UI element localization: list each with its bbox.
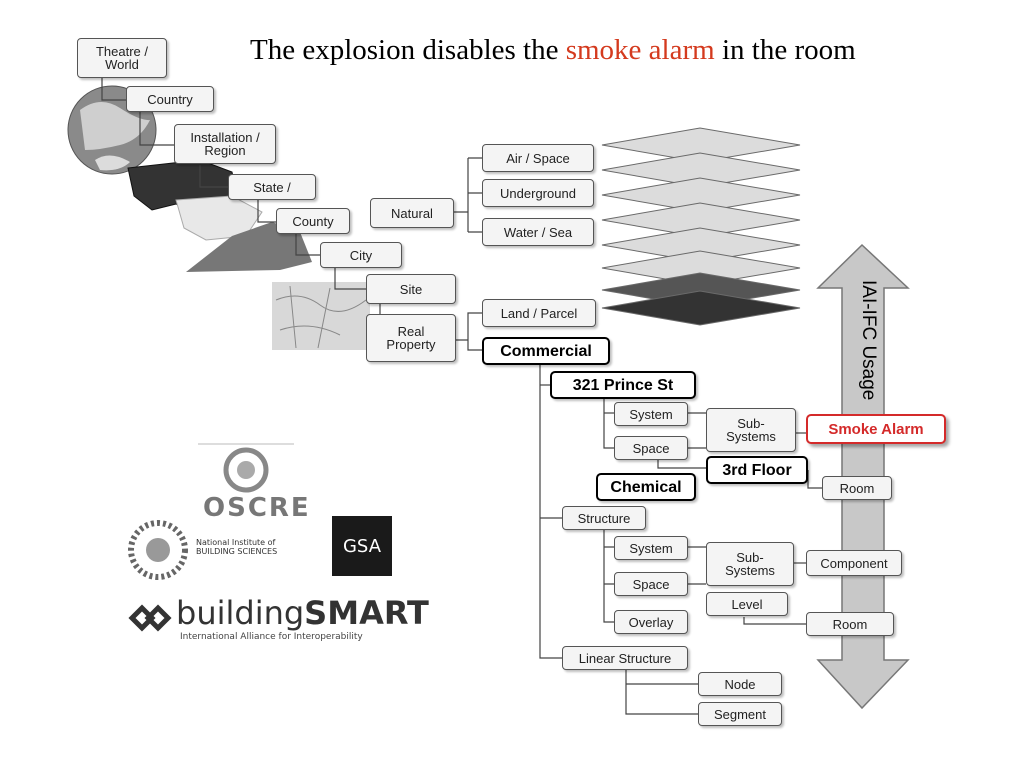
county-map-image bbox=[186, 222, 312, 272]
sub-systems-box-2: Sub-Systems bbox=[706, 542, 794, 586]
land-parcel-box: Land / Parcel bbox=[482, 299, 596, 327]
smoke-alarm-box: Smoke Alarm bbox=[806, 414, 946, 444]
oscre-logo-text: OSCRE bbox=[203, 493, 311, 523]
component-box: Component bbox=[806, 550, 902, 576]
underground-box: Underground bbox=[482, 179, 594, 207]
nibs-logo-text: National Institute of BUILDING SCIENCES bbox=[196, 538, 278, 556]
address-box: 321 Prince St bbox=[550, 371, 696, 399]
space-box-2: Space bbox=[614, 572, 688, 596]
node-box: Node bbox=[698, 672, 782, 696]
nibs-logo-icon bbox=[128, 520, 188, 580]
site-map-image bbox=[272, 282, 370, 350]
slide-title: The explosion disables the smoke alarm i… bbox=[250, 34, 856, 67]
system-box-1: System bbox=[614, 402, 688, 426]
segment-box: Segment bbox=[698, 702, 782, 726]
county-box: County bbox=[276, 208, 350, 234]
natural-box: Natural bbox=[370, 198, 454, 228]
chemical-box: Chemical bbox=[596, 473, 696, 501]
buildingsmart-part-a: building bbox=[176, 594, 305, 632]
gsa-logo-text: GSA bbox=[342, 535, 382, 557]
buildingsmart-tagline: International Alliance for Interoperabil… bbox=[180, 632, 363, 642]
arrow-label: IAI-IFC Usage bbox=[858, 279, 879, 401]
linear-structure-box: Linear Structure bbox=[562, 646, 688, 670]
water-sea-box: Water / Sea bbox=[482, 218, 594, 246]
commercial-box: Commercial bbox=[482, 337, 610, 365]
room-box-2: Room bbox=[806, 612, 894, 636]
title-highlight: smoke alarm bbox=[565, 34, 715, 66]
sub-systems-box-1: Sub-Systems bbox=[706, 408, 796, 452]
real-property-box: Real Property bbox=[366, 314, 456, 362]
system-box-2: System bbox=[614, 536, 688, 560]
title-before: The explosion disables the bbox=[250, 34, 566, 66]
gsa-logo: GSA bbox=[332, 516, 392, 576]
overlay-box: Overlay bbox=[614, 610, 688, 634]
installation-region-box: Installation / Region bbox=[174, 124, 276, 164]
room-box-1: Room bbox=[822, 476, 892, 500]
space-box-1: Space bbox=[614, 436, 688, 460]
buildingsmart-logo-icon bbox=[128, 604, 172, 632]
title-after: in the room bbox=[714, 34, 856, 66]
buildingsmart-part-b: SMART bbox=[304, 594, 429, 632]
site-box: Site bbox=[366, 274, 456, 304]
air-space-box: Air / Space bbox=[482, 144, 594, 172]
level-box: Level bbox=[706, 592, 788, 616]
theatre-world-box: Theatre / World bbox=[77, 38, 167, 78]
third-floor-box: 3rd Floor bbox=[706, 456, 808, 484]
state-box: State / bbox=[228, 174, 316, 200]
structure-box: Structure bbox=[562, 506, 646, 530]
country-box: Country bbox=[126, 86, 214, 112]
buildingsmart-logo-text: buildingSMART bbox=[176, 594, 429, 632]
city-box: City bbox=[320, 242, 402, 268]
oscre-logo-icon bbox=[198, 443, 294, 493]
gis-layers-image bbox=[601, 127, 801, 326]
